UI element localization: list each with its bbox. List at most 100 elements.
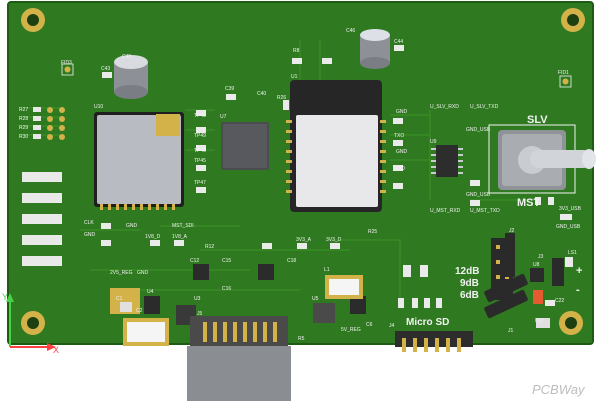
label-c18: C18 — [287, 258, 296, 264]
gain-headers-j1-j2 — [484, 233, 528, 319]
label-c39: C39 — [225, 86, 234, 92]
label-u-slv-rxd: U_SLV_RXD — [430, 104, 459, 110]
label-c2: C2 — [136, 308, 143, 314]
label-tp46: TP46 — [194, 148, 206, 154]
label-12db: 12dB — [455, 266, 479, 277]
label-u4: U4 — [147, 289, 154, 295]
mounting-holes — [21, 8, 585, 335]
wifi-module-u1 — [286, 80, 386, 212]
label-gnd-3: GND — [84, 232, 96, 238]
power-ics — [110, 264, 366, 346]
label-u10: U10 — [94, 104, 103, 110]
label-3v3-usb: 3V3_USB — [559, 206, 582, 212]
label-u-mst-rxd: U_MST_RXD — [430, 208, 461, 214]
label-c6: C6 — [366, 322, 373, 328]
label-r28: R28 — [19, 116, 28, 122]
label-3v3-a: 3V3_A — [296, 237, 312, 243]
label-c12: C12 — [190, 258, 199, 264]
toggle-switch-slv-mst — [488, 124, 596, 194]
label-c43: C43 — [101, 66, 110, 72]
axis-label-x: X — [53, 345, 59, 355]
label-j2: J2 — [509, 228, 515, 234]
label-u-mst-txd: U_MST_TXD — [470, 208, 500, 214]
label-r30: R30 — [19, 134, 28, 140]
label-rx0: RXO — [394, 166, 405, 172]
label-gnd-4: GND — [126, 223, 138, 229]
label-gnd-usb-3: GND_USB — [556, 224, 581, 230]
label-j4: J4 — [389, 323, 395, 329]
watermark-pcbway: PCBWay — [532, 382, 586, 397]
label-slv: SLV — [527, 114, 548, 126]
fiducials — [61, 63, 572, 88]
small-passives — [101, 45, 573, 308]
label-9db: 9dB — [460, 278, 479, 289]
label-r26: R26 — [277, 95, 286, 101]
label-c16: C16 — [222, 286, 231, 292]
label-r29: R29 — [19, 125, 28, 131]
label-c44: C44 — [394, 39, 403, 45]
label-micro-sd: Micro SD — [406, 317, 449, 328]
tactile-buttons — [22, 172, 62, 266]
label-gnd-usb-1: GND_USB — [466, 127, 491, 133]
label-c1: C1 — [116, 296, 123, 302]
label-6db: 6dB — [460, 290, 479, 301]
label-3v3-d: 3V3_D — [326, 237, 342, 243]
label-r12: R12 — [205, 244, 214, 250]
label-gain-plus: + — [576, 265, 582, 277]
label-tx0: TXO — [394, 133, 404, 139]
label-c40: C40 — [257, 91, 266, 97]
label-gain-minus: - — [576, 284, 580, 296]
label-fid1: FID1 — [558, 70, 569, 76]
label-mst: MST — [517, 197, 541, 209]
silkscreen-labels: FID3 FID1 C46 C44 C45 C43 C39 C40 R8 U1 … — [19, 28, 582, 342]
led-resistor-array — [33, 107, 65, 140]
microsd-header-j4 — [395, 331, 473, 352]
label-u1: U1 — [291, 74, 298, 80]
label-clk: CLK — [84, 220, 94, 226]
label-mst-sdi: MST_SDI — [172, 223, 194, 229]
axis-label-y: Y — [2, 292, 8, 302]
label-id2: ID2 — [535, 318, 543, 324]
label-ls1: LS1 — [568, 250, 577, 256]
label-j3: J3 — [538, 254, 544, 260]
label-r8: R8 — [293, 48, 300, 54]
label-j1: J1 — [508, 328, 514, 334]
ic-u8-and-misc — [530, 258, 564, 328]
label-u9: U9 — [430, 139, 437, 145]
label-tp47: TP47 — [194, 180, 206, 186]
label-2v5-reg: 2V5_REG — [110, 270, 133, 276]
axis-indicator — [6, 293, 56, 351]
electrolytic-capacitor-c45 — [114, 55, 148, 99]
label-tp48: TP48 — [194, 113, 206, 119]
label-fid3: FID3 — [61, 60, 72, 66]
label-u8: U8 — [533, 262, 540, 268]
label-u7: U7 — [220, 114, 227, 120]
label-u5: U5 — [312, 296, 319, 302]
label-tp45: TP45 — [194, 158, 206, 164]
label-u3: U3 — [194, 296, 201, 302]
label-gnd-2: GND — [396, 149, 408, 155]
label-r5: R5 — [298, 336, 305, 342]
label-c22: C22 — [555, 298, 564, 304]
label-1v8-a: 1V8_A — [172, 234, 188, 240]
label-j5: J5 — [197, 311, 203, 317]
electrolytic-capacitor-c46 — [360, 29, 390, 69]
label-5v-reg: 5V_REG — [341, 327, 361, 333]
label-c15: C15 — [222, 258, 231, 264]
label-gnd-5: GND — [137, 270, 149, 276]
rf-module-u10 — [94, 112, 184, 210]
label-c46: C46 — [346, 28, 355, 34]
label-r27: R27 — [19, 107, 28, 113]
ic-u9 — [431, 145, 463, 177]
pin-header-j5 — [187, 316, 291, 401]
label-1v8-d: 1V8_D — [145, 234, 161, 240]
label-l1: L1 — [324, 267, 330, 273]
ic-u7 — [221, 122, 269, 170]
label-c45: C45 — [122, 54, 131, 60]
label-gnd-usb-2: GND_USB — [466, 192, 491, 198]
label-u-slv-txd: U_SLV_TXD — [470, 104, 499, 110]
label-gnd-1: GND — [396, 109, 408, 115]
label-tp49: TP49 — [194, 133, 206, 139]
label-r25: R25 — [368, 229, 377, 235]
